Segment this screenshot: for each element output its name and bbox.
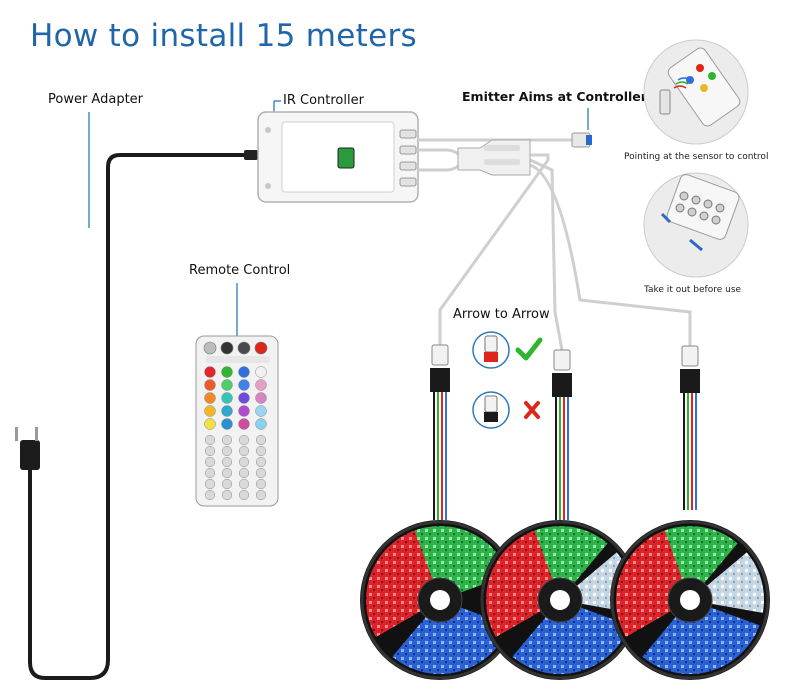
led-reel-2 (480, 520, 640, 680)
battery-tab-illustration (643, 172, 749, 278)
ir-emitter (571, 132, 592, 148)
wrong-connection-example (472, 391, 510, 429)
rgb-leads (433, 392, 697, 520)
led-reel-3 (610, 520, 770, 680)
led-reels (360, 520, 770, 680)
ir-controller-label: IR Controller (283, 93, 364, 108)
dc-plug (244, 150, 258, 160)
emitter-label: Emitter Aims at Controller (462, 89, 647, 104)
take-out-caption: Take it out before use (644, 285, 742, 295)
strip-connectors (430, 344, 700, 397)
wall-plug (15, 427, 40, 470)
splitter (457, 139, 531, 176)
remote-control (195, 335, 279, 507)
ir-controller-box (257, 111, 419, 203)
pointing-sensor-caption: Pointing at the sensor to control (624, 152, 769, 162)
check-icon (515, 337, 543, 361)
page-title: How to install 15 meters (30, 18, 417, 54)
led-reel-1 (360, 520, 520, 680)
power-cord (28, 153, 250, 680)
pointing-sensor-illustration (643, 39, 749, 145)
correct-connection-example (472, 331, 510, 369)
cross-icon (524, 401, 540, 419)
remote-control-label: Remote Control (189, 263, 291, 278)
power-adapter-label: Power Adapter (48, 92, 144, 107)
arrow-to-arrow-label: Arrow to Arrow (453, 307, 550, 322)
